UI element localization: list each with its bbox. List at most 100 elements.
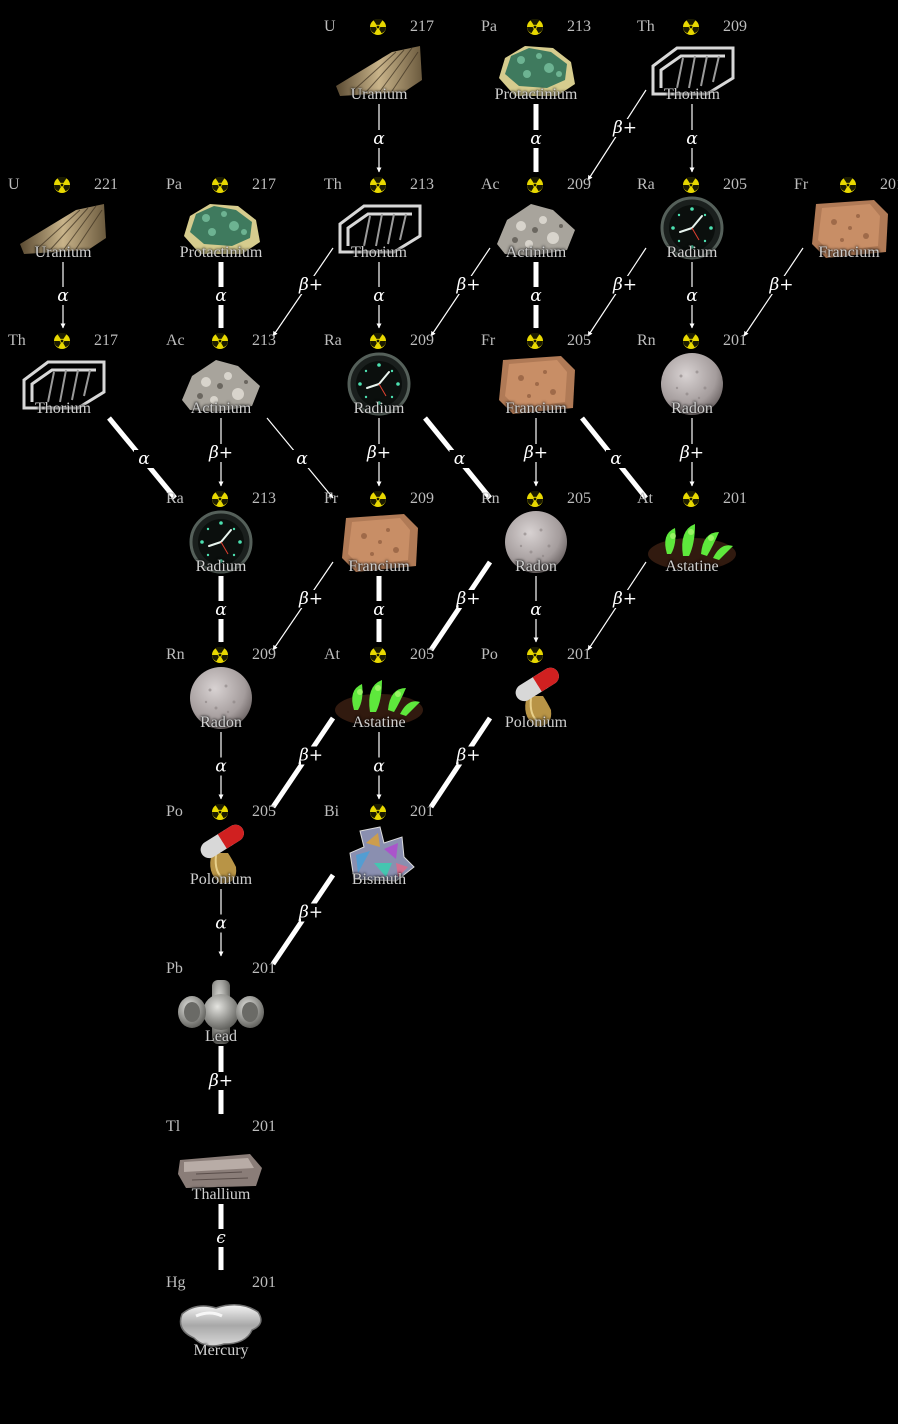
decay-mode-label: β+ xyxy=(298,746,323,766)
decay-mode-label: α xyxy=(454,449,466,469)
decay-arrows-layer: ααβ+αααβ+αβ+αβ+αβ+αβ+αβ+αβ+αβ+αβ+αβ+αβ+α… xyxy=(0,0,898,1363)
element-name: Protactinium xyxy=(461,86,611,104)
element-name: Actinium xyxy=(146,400,296,418)
element-symbol: At xyxy=(324,646,340,664)
element-symbol: Rn xyxy=(637,332,656,350)
radioactive-icon xyxy=(54,177,70,193)
radioactive-icon xyxy=(683,491,699,507)
nuclide-po201: Po201Polonium xyxy=(481,646,591,796)
mass-number: 217 xyxy=(410,18,434,36)
radioactive-icon xyxy=(527,491,543,507)
nuclide-at205: At205Astatine xyxy=(324,646,434,796)
element-symbol: Po xyxy=(481,646,498,664)
decay-mode-label: β+ xyxy=(455,275,480,295)
decay-mode-label: β+ xyxy=(298,589,323,609)
mass-number: 205 xyxy=(567,332,591,350)
radioactive-icon xyxy=(683,333,699,349)
radioactive-icon xyxy=(683,177,699,193)
element-symbol: U xyxy=(324,18,336,36)
nuclide-ac209: Ac209Actinium xyxy=(481,176,591,326)
mass-number: 201 xyxy=(723,332,747,350)
element-name: Actinium xyxy=(461,244,611,262)
element-name: Protactinium xyxy=(146,244,296,262)
element-name: Radium xyxy=(617,244,767,262)
element-name: Radium xyxy=(146,558,296,576)
element-name: Uranium xyxy=(0,244,138,262)
nuclide-fr201: Fr201Francium xyxy=(794,176,898,326)
element-symbol: Tl xyxy=(166,1118,180,1136)
decay-mode-label: β+ xyxy=(298,275,323,295)
radioactive-icon xyxy=(370,804,386,820)
mass-number: 201 xyxy=(252,1118,276,1136)
radioactive-icon xyxy=(527,333,543,349)
element-name: Francium xyxy=(304,558,454,576)
radioactive-icon xyxy=(527,19,543,35)
radioactive-icon xyxy=(212,647,228,663)
radioactive-icon xyxy=(370,333,386,349)
element-symbol: Th xyxy=(324,176,342,194)
radioactive-icon xyxy=(370,491,386,507)
element-name: Thorium xyxy=(304,244,454,262)
decay-mode-label: β+ xyxy=(455,746,480,766)
mass-number: 209 xyxy=(252,646,276,664)
decay-mode-label: β+ xyxy=(612,118,637,138)
element-symbol: Ac xyxy=(166,332,185,350)
element-name: Francium xyxy=(774,244,898,262)
mass-number: 209 xyxy=(567,176,591,194)
mass-number: 205 xyxy=(567,490,591,508)
mass-number: 213 xyxy=(410,176,434,194)
nuclide-rn205: Rn205Radon xyxy=(481,490,591,640)
element-symbol: Ra xyxy=(637,176,655,194)
mass-number: 213 xyxy=(252,490,276,508)
mass-number: 201 xyxy=(410,803,434,821)
nuclide-fr209: Fr209Francium xyxy=(324,490,434,640)
element-name: Polonium xyxy=(461,714,611,732)
decay-mode-label: β+ xyxy=(455,589,480,609)
element-symbol: At xyxy=(637,490,653,508)
element-name: Radium xyxy=(304,400,454,418)
radioactive-icon xyxy=(527,647,543,663)
nuclide-pb201: Pb201Lead xyxy=(166,960,276,1110)
element-name: Radon xyxy=(146,714,296,732)
mass-number: 221 xyxy=(94,176,118,194)
element-symbol: Pb xyxy=(166,960,183,978)
element-name: Astatine xyxy=(304,714,454,732)
decay-mode-label: β+ xyxy=(298,903,323,923)
mass-number: 201 xyxy=(723,490,747,508)
element-symbol: Bi xyxy=(324,803,339,821)
mass-number: 217 xyxy=(252,176,276,194)
element-symbol: Hg xyxy=(166,1274,186,1292)
mass-number: 205 xyxy=(410,646,434,664)
element-name: Thorium xyxy=(617,86,767,104)
decay-mode-label: β+ xyxy=(612,275,637,295)
element-symbol: Pa xyxy=(166,176,182,194)
element-symbol: Fr xyxy=(324,490,338,508)
element-symbol: Rn xyxy=(481,490,500,508)
decay-mode-label: α xyxy=(610,449,622,469)
element-symbol: Ra xyxy=(324,332,342,350)
radioactive-icon xyxy=(370,19,386,35)
element-name: Astatine xyxy=(617,558,767,576)
mass-number: 209 xyxy=(410,332,434,350)
element-symbol: Pa xyxy=(481,18,497,36)
element-symbol: Fr xyxy=(481,332,495,350)
mass-number: 205 xyxy=(252,803,276,821)
radioactive-icon xyxy=(212,804,228,820)
element-symbol: Fr xyxy=(794,176,808,194)
radioactive-icon xyxy=(840,177,856,193)
element-name: Thorium xyxy=(0,400,138,418)
element-name: Thallium xyxy=(146,1186,296,1204)
mass-number: 205 xyxy=(723,176,747,194)
mass-number: 213 xyxy=(252,332,276,350)
decay-mode-label: α xyxy=(296,449,308,469)
element-name: Radon xyxy=(617,400,767,418)
nuclide-bi201: Bi201Bismuth xyxy=(324,803,434,953)
nuclide-pa217: Pa217Protactinium xyxy=(166,176,276,326)
radioactive-icon xyxy=(212,333,228,349)
